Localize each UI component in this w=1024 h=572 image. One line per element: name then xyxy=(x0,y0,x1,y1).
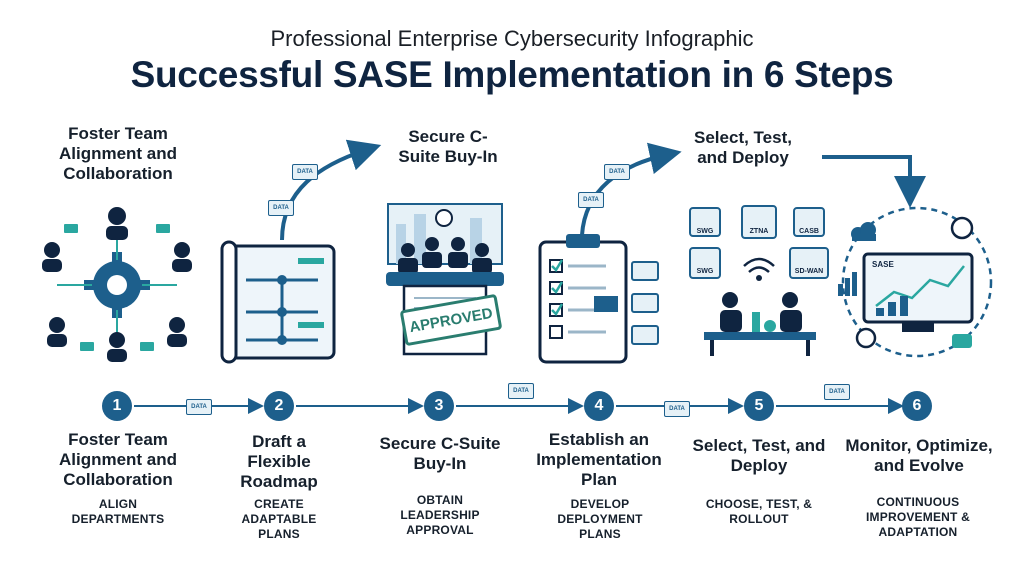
casb-service-label: CASB xyxy=(799,228,819,235)
top-label-step5: Select, Test, and Deploy xyxy=(694,128,792,167)
step-number-6: 6 xyxy=(902,391,932,421)
roadmap-blueprint-illustration xyxy=(220,240,336,364)
data-tag-top-3: DATA xyxy=(604,164,630,180)
step-desc-5: CHOOSE, TEST, & ROLLOUT xyxy=(705,497,813,526)
step-title-6: Monitor, Optimize, and Evolve xyxy=(845,436,993,475)
person-icon xyxy=(42,207,192,362)
cloud-icon xyxy=(851,222,876,241)
data-tag-timeline-2: DATA xyxy=(508,383,534,399)
step-title-4: Establish an Implementation Plan xyxy=(536,430,662,489)
top-label-step1: Foster Team Alignment and Collaboration xyxy=(58,124,178,183)
gauge-icon xyxy=(855,216,974,349)
ztna-service-label: ZTNA xyxy=(749,228,769,235)
step-desc-4: DEVELOP DEPLOYMENT PLANS xyxy=(557,497,643,541)
step-desc-6: CONTINUOUS IMPROVEMENT & ADAPTATION xyxy=(866,495,970,539)
implementation-plan-illustration xyxy=(538,234,659,364)
step-title-1: Foster Team Alignment and Collaboration xyxy=(58,430,178,489)
wifi-icon xyxy=(743,257,775,273)
data-tag-timeline-3: DATA xyxy=(664,401,690,417)
swg-service-label: SWG xyxy=(696,228,714,235)
data-tag-timeline-4: DATA xyxy=(824,384,850,400)
step-number-1: 1 xyxy=(102,391,132,421)
step-desc-1: ALIGN DEPARTMENTS xyxy=(71,497,165,526)
step-title-2: Draft a Flexible Roadmap xyxy=(240,432,318,491)
step-title-3: Secure C-Suite Buy-In xyxy=(379,434,501,473)
bar-chart-icon xyxy=(838,272,857,296)
data-tag-top-2: DATA xyxy=(268,200,294,216)
infographic-title: Successful SASE Implementation in 6 Step… xyxy=(130,54,894,95)
step-number-3: 3 xyxy=(424,391,454,421)
step-desc-3: OBTAIN LEADERSHIP APPROVAL xyxy=(400,493,480,537)
monitoring-dashboard-illustration xyxy=(838,206,993,358)
sase-dashboard-label: SASE xyxy=(872,260,894,269)
data-tag-top-4: DATA xyxy=(578,192,604,208)
gear-icon xyxy=(84,252,150,318)
test-deploy-illustration xyxy=(689,205,829,356)
step-number-2: 2 xyxy=(264,391,294,421)
team-collaboration-illustration xyxy=(42,207,192,362)
data-tag-timeline-1: DATA xyxy=(186,399,212,415)
step-title-5: Select, Test, and Deploy xyxy=(692,436,826,475)
step-desc-2: CREATE ADAPTABLE PLANS xyxy=(241,497,317,541)
step-number-5: 5 xyxy=(744,391,774,421)
infographic-subtitle: Professional Enterprise Cybersecurity In… xyxy=(270,26,754,51)
clock-icon xyxy=(435,209,453,227)
swg-service-label-2: SWG xyxy=(696,268,714,275)
chat-icon xyxy=(952,334,972,348)
sdwan-service-label: SD-WAN xyxy=(794,268,824,275)
step-number-4: 4 xyxy=(584,391,614,421)
data-tag-top-1: DATA xyxy=(292,164,318,180)
top-label-step3: Secure C-Suite Buy-In xyxy=(398,127,498,166)
